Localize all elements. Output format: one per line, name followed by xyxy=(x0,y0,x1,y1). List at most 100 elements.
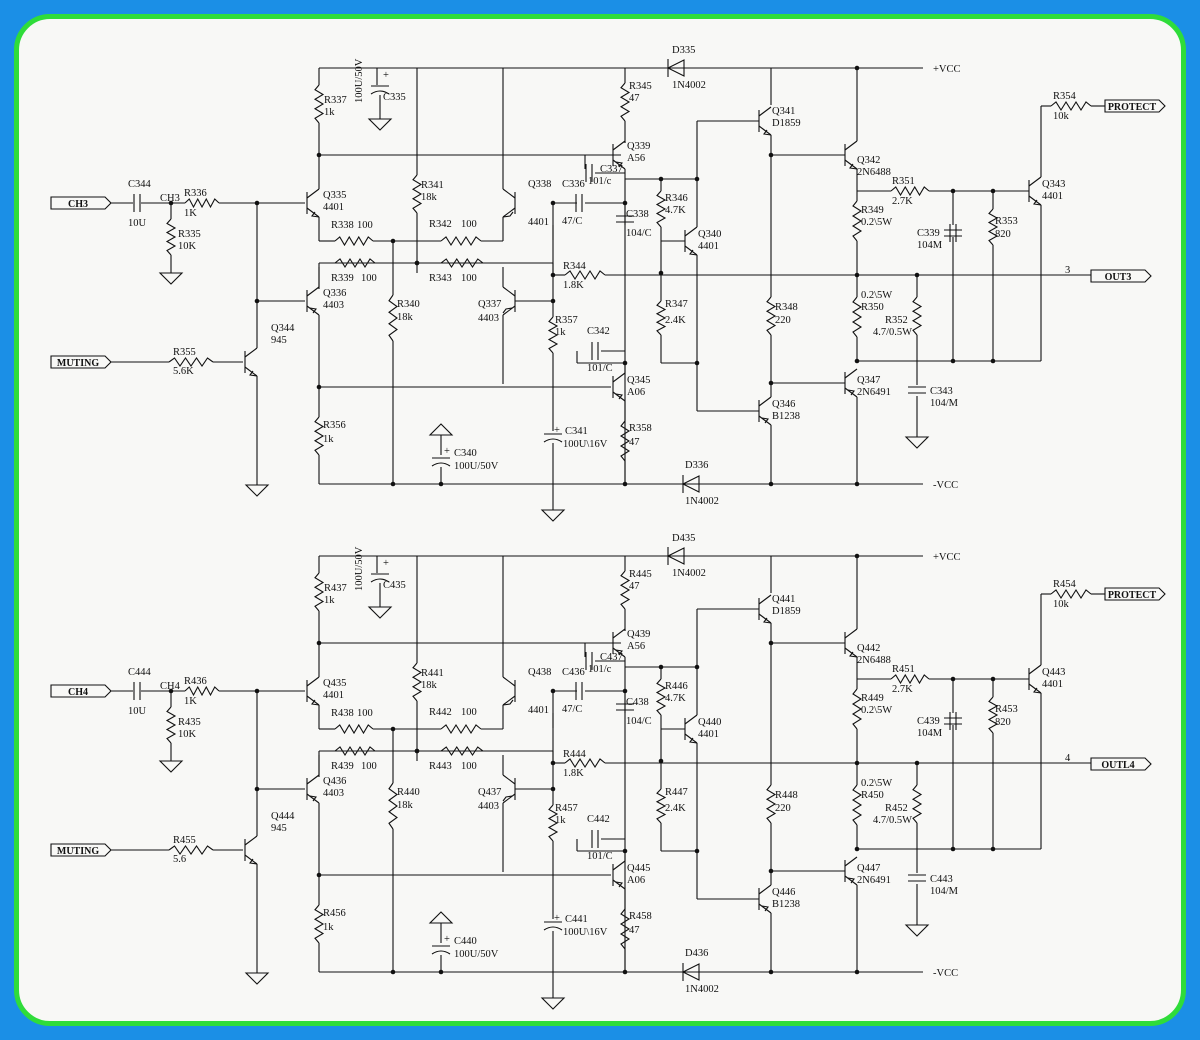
label-r341v: 18k xyxy=(421,192,438,203)
transistor-collector xyxy=(612,860,626,871)
label-q336v: 4403 xyxy=(323,300,344,311)
transistor-arrow xyxy=(615,393,623,400)
label-q341: Q341 xyxy=(772,106,795,117)
label-r350: R450 xyxy=(861,790,884,801)
resistor xyxy=(334,745,376,757)
label-q340: Q440 xyxy=(698,717,721,728)
junction-dot xyxy=(768,868,774,874)
transistor-arrow xyxy=(311,211,320,218)
label-c336v: 47/C xyxy=(562,216,582,227)
label-q344: Q444 xyxy=(271,811,295,822)
label-r346: R446 xyxy=(665,681,688,692)
transistor-collector xyxy=(684,226,698,237)
label-r356v: 1k xyxy=(323,922,334,933)
resistor xyxy=(165,706,177,744)
port-box xyxy=(1090,757,1152,771)
label-r345: R445 xyxy=(629,569,652,580)
transistor-collector xyxy=(684,714,698,725)
transistor-arrow xyxy=(502,307,513,314)
junction-dot xyxy=(390,481,396,487)
label-r341: R441 xyxy=(421,668,444,679)
label-c337: C337 xyxy=(600,164,623,175)
transistor-emitter xyxy=(502,793,516,804)
port-box xyxy=(1104,587,1166,601)
junction-dot xyxy=(990,846,996,852)
transistor-arrow xyxy=(847,389,855,396)
label-q343v: 4401 xyxy=(1042,191,1063,202)
label-r337v: 1k xyxy=(324,107,335,118)
label-q345v: A06 xyxy=(627,875,645,886)
label-r354: R354 xyxy=(1053,91,1077,102)
label-c344: C344 xyxy=(128,179,152,190)
resistor xyxy=(411,662,423,702)
resistor xyxy=(388,782,398,830)
label-r352: R452 xyxy=(885,803,908,814)
capacitor-plate xyxy=(944,717,962,725)
resistor xyxy=(890,673,930,685)
port-box xyxy=(50,196,112,210)
resistor xyxy=(564,757,606,769)
label-c342: C442 xyxy=(587,814,610,825)
label-r348v: 220 xyxy=(775,803,791,814)
transistor-collector xyxy=(758,396,772,407)
label-c336v: 47/C xyxy=(562,704,582,715)
label-r339v: 100 xyxy=(361,273,377,284)
label-r358: R358 xyxy=(629,423,652,434)
label-r339v: 100 xyxy=(361,761,377,772)
resistor xyxy=(334,257,376,269)
junction-dot xyxy=(768,481,774,487)
transistor-emitter xyxy=(502,207,516,218)
label-q338v: 4401 xyxy=(528,217,549,228)
transistor-emitter xyxy=(758,415,772,426)
label-q345v: A06 xyxy=(627,387,645,398)
ground-symbol xyxy=(428,911,454,924)
junction-dot xyxy=(854,553,860,559)
transistor-collector xyxy=(758,106,772,117)
label-r353: R453 xyxy=(995,704,1018,715)
polarity-plus: + xyxy=(554,425,560,436)
label-r351: R451 xyxy=(892,664,915,675)
label-c335: C435 xyxy=(383,580,406,591)
label-q346v: B1238 xyxy=(772,899,800,910)
label-r349: R449 xyxy=(861,693,884,704)
label-r335: R335 xyxy=(178,229,201,240)
label-r336: R436 xyxy=(184,676,207,687)
label-c336: C436 xyxy=(562,667,585,678)
transistor-arrow xyxy=(761,905,769,912)
label-r355v: 5.6 xyxy=(173,854,186,865)
protect-port: PROTECT xyxy=(1108,590,1157,601)
capacitor-plate xyxy=(944,229,962,237)
label-r356v: 1k xyxy=(323,434,334,445)
label-r335v: 10K xyxy=(178,729,197,740)
junction-dot xyxy=(438,969,444,975)
label-c338v: 104/C xyxy=(626,228,652,239)
label-r347: R447 xyxy=(665,787,688,798)
label-d336v: 1N4002 xyxy=(685,984,719,995)
label-r354v: 10k xyxy=(1053,599,1070,610)
transistor-emitter xyxy=(844,387,858,398)
label-r354v: 10k xyxy=(1053,111,1070,122)
resistor xyxy=(987,208,999,246)
transistor-collector xyxy=(844,368,858,379)
label-q347v: 2N6491 xyxy=(857,875,891,886)
transistor-emitter xyxy=(844,647,858,658)
label-r342: R342 xyxy=(429,219,452,230)
transistor-arrow xyxy=(249,858,258,865)
label-r340v: 18k xyxy=(397,800,414,811)
transistor-collector xyxy=(244,835,258,846)
junction-dot xyxy=(658,758,664,764)
transistor-arrow xyxy=(309,795,317,802)
label-q339v: A56 xyxy=(627,153,645,164)
label-q338v: 4401 xyxy=(528,705,549,716)
label-r335: R435 xyxy=(178,717,201,728)
label-r336: R336 xyxy=(184,188,207,199)
label-c341: C441 xyxy=(565,914,588,925)
label-q340v: 4401 xyxy=(698,729,719,740)
resistor xyxy=(1050,100,1092,112)
transistor-collector xyxy=(244,347,258,358)
label-q337: Q437 xyxy=(478,787,501,798)
resistor xyxy=(619,908,631,950)
resistor xyxy=(851,784,863,826)
label-r338: R438 xyxy=(331,708,354,719)
